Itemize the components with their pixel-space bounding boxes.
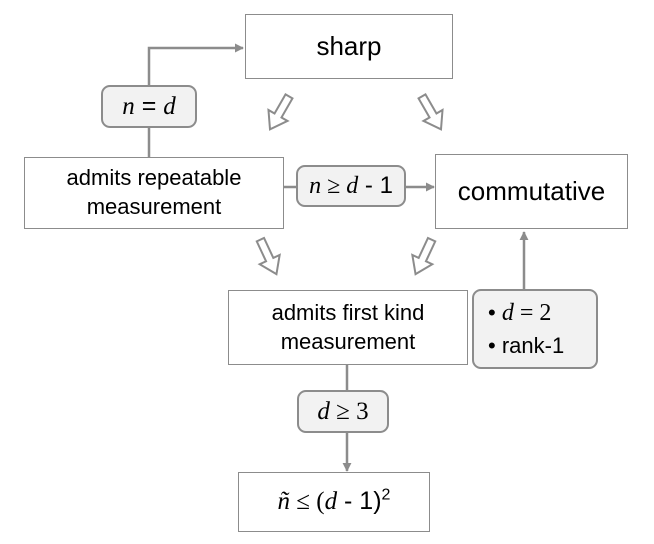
label-dgeq-lhs: d [317,397,330,425]
implication-arrow-sharp-to-commutative [417,93,444,131]
label-n-equals-d: n = d [101,85,197,128]
implication-arrow-repeatable-to-firstkind [255,236,281,276]
node-sharp-label: sharp [316,30,382,61]
label-ngeq-tail: - 1 [358,172,393,199]
condition-d-var: d [501,299,514,326]
condition-bullet: • [488,299,496,325]
label-n-equals-d-rhs: d [163,92,176,120]
label-dgeq-op: ≥ [329,397,357,425]
label-n-equals-d-op: = [134,92,164,120]
bound-minus: - 1) [337,487,382,516]
bound-rel: ≤ [296,488,311,516]
node-firstkind-line2: measurement [280,328,416,354]
label-n-equals-d-lhs: n [122,92,135,120]
bound-formula: ñ ≤ (d - 1)2 [278,485,391,519]
node-repeatable-line2: measurement [86,194,222,219]
label-ngeq-rhs: d [346,172,359,199]
condition-item-d-equals-2: • d = 2 [488,296,551,331]
bound-var: d [324,488,338,516]
label-d-geq-3: d ≥ 3 [297,390,389,433]
node-repeatable-line1: admits repeatable [66,165,242,191]
implication-arrow-sharp-to-repeatable [267,93,294,131]
implication-arrow-commutative-to-firstkind [411,236,437,276]
label-conditions: • d = 2 • rank-1 [472,289,598,369]
condition-d-rest: = 2 [513,299,552,326]
node-firstkind-line1: admits first kind [271,299,425,325]
node-sharp: sharp [245,14,453,79]
bound-exp: 2 [381,486,391,504]
condition-item-rank-1: • rank-1 [488,330,564,362]
condition-rank-1: rank-1 [501,333,565,359]
condition-bullet: • [488,333,496,359]
label-n-geq-d-minus-1: n ≥ d - 1 [296,165,406,207]
node-admits-repeatable-measurement: admits repeatable measurement [24,157,284,229]
label-ngeq-op: ≥ [321,172,347,199]
node-commutative: commutative [435,154,628,229]
node-bound: ñ ≤ (d - 1)2 [238,472,430,532]
bound-ntilde: ñ [277,488,291,516]
bound-open: ( [316,488,325,516]
node-admits-first-kind-measurement: admits first kind measurement [228,290,468,365]
label-ngeq-lhs: n [309,172,322,199]
label-dgeq-rhs: 3 [356,397,369,425]
node-commutative-label: commutative [457,175,606,206]
